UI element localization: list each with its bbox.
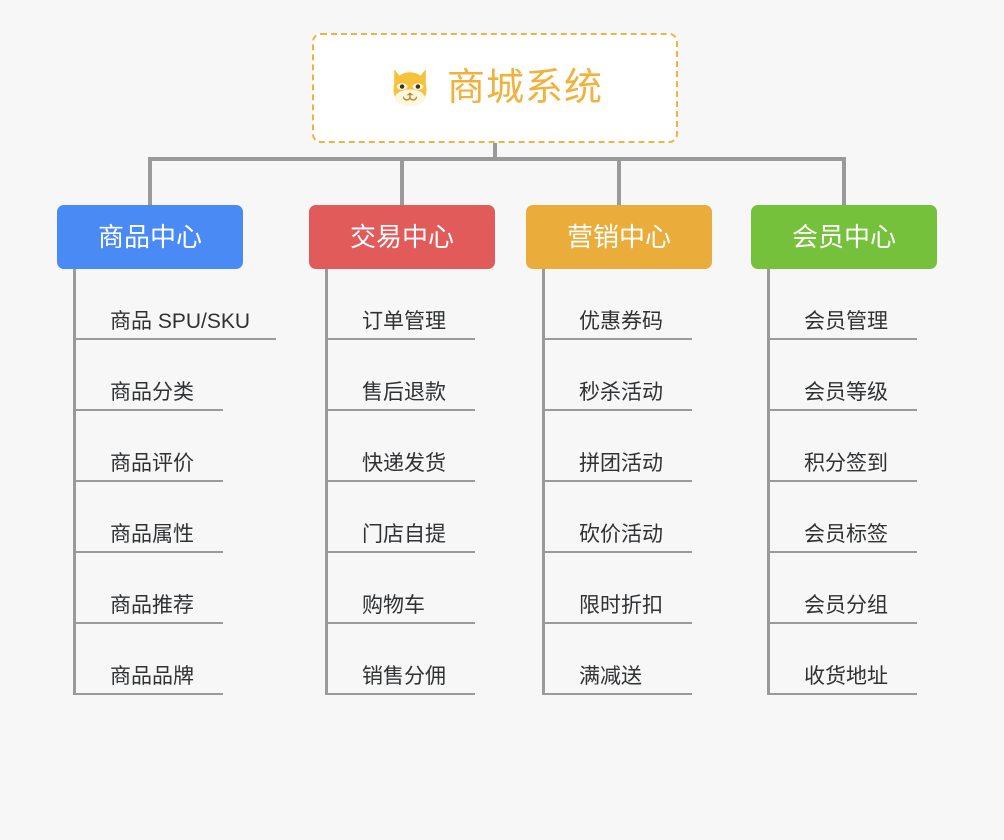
- list-item[interactable]: 会员等级: [767, 340, 917, 411]
- leaf-list-2: 优惠券码 秒杀活动 拼团活动 砍价活动 限时折扣 满减送: [542, 269, 712, 695]
- leaf-label: 积分签到: [804, 452, 888, 475]
- leaf-label: 商品评价: [110, 452, 194, 475]
- list-item[interactable]: 购物车: [325, 553, 475, 624]
- leaf-list-3: 会员管理 会员等级 积分签到 会员标签 会员分组 收货地址: [767, 269, 937, 695]
- leaf-list-1: 订单管理 售后退款 快递发货 门店自提 购物车 销售分佣: [325, 269, 495, 695]
- dog-face-icon: [393, 69, 427, 106]
- list-item[interactable]: 限时折扣: [542, 553, 692, 624]
- leaf-label: 快递发货: [362, 452, 446, 475]
- leaf-label: 商品 SPU/SKU: [110, 310, 251, 333]
- list-item[interactable]: 售后退款: [325, 340, 475, 411]
- category-header-2[interactable]: 营销中心: [526, 205, 712, 269]
- category-header-1[interactable]: 交易中心: [309, 205, 495, 269]
- list-item[interactable]: 会员管理: [767, 269, 917, 340]
- leaf-label: 商品推荐: [110, 594, 194, 617]
- list-item[interactable]: 秒杀活动: [542, 340, 692, 411]
- leaf-list-0: 商品 SPU/SKU 商品分类 商品评价 商品属性 商品推荐 商品品牌: [73, 269, 277, 695]
- category-header-0[interactable]: 商品中心: [57, 205, 243, 269]
- list-item[interactable]: 会员标签: [767, 482, 917, 553]
- list-item[interactable]: 满减送: [542, 624, 692, 695]
- leaf-label: 购物车: [362, 594, 425, 617]
- connector-horizontal-bus: [148, 157, 846, 161]
- connector-drop-0: [148, 157, 152, 205]
- category-column-0: 商品中心 商品 SPU/SKU 商品分类 商品评价 商品属性 商品推荐 商品品牌: [57, 205, 277, 695]
- category-column-3: 会员中心 会员管理 会员等级 积分签到 会员标签 会员分组 收货地址: [751, 205, 937, 695]
- list-item[interactable]: 商品属性: [73, 482, 223, 553]
- leaf-label: 商品分类: [110, 381, 194, 404]
- leaf-label: 拼团活动: [579, 452, 663, 475]
- category-header-3[interactable]: 会员中心: [751, 205, 937, 269]
- connector-drop-3: [842, 157, 846, 205]
- leaf-label: 商品属性: [110, 523, 194, 546]
- category-column-1: 交易中心 订单管理 售后退款 快递发货 门店自提 购物车 销售分佣: [309, 205, 495, 695]
- list-item[interactable]: 积分签到: [767, 411, 917, 482]
- connector-drop-1: [400, 157, 404, 205]
- leaf-label: 门店自提: [362, 523, 446, 546]
- list-item[interactable]: 商品分类: [73, 340, 223, 411]
- leaf-label: 售后退款: [362, 381, 446, 404]
- list-item[interactable]: 优惠券码: [542, 269, 692, 340]
- list-item[interactable]: 商品 SPU/SKU: [73, 269, 277, 340]
- list-item[interactable]: 砍价活动: [542, 482, 692, 553]
- category-column-2: 营销中心 优惠券码 秒杀活动 拼团活动 砍价活动 限时折扣 满减送: [526, 205, 712, 695]
- leaf-label: 商品品牌: [110, 665, 194, 688]
- leaf-label: 会员分组: [804, 594, 888, 617]
- list-item[interactable]: 会员分组: [767, 553, 917, 624]
- leaf-label: 会员管理: [804, 310, 888, 333]
- leaf-label: 砍价活动: [579, 523, 663, 546]
- leaf-label: 会员等级: [804, 381, 888, 404]
- leaf-label: 优惠券码: [579, 310, 663, 333]
- list-item[interactable]: 快递发货: [325, 411, 475, 482]
- leaf-label: 满减送: [579, 665, 642, 688]
- leaf-label: 秒杀活动: [579, 381, 663, 404]
- leaf-label: 收货地址: [804, 665, 888, 688]
- leaf-label: 会员标签: [804, 523, 888, 546]
- list-item[interactable]: 商品推荐: [73, 553, 223, 624]
- leaf-label: 限时折扣: [579, 594, 663, 617]
- list-item[interactable]: 销售分佣: [325, 624, 475, 695]
- leaf-label: 销售分佣: [362, 665, 446, 688]
- root-title: 商城系统: [446, 67, 603, 109]
- list-item[interactable]: 订单管理: [325, 269, 475, 340]
- leaf-label: 订单管理: [362, 310, 446, 333]
- connector-root-stem: [493, 143, 497, 160]
- list-item[interactable]: 商品品牌: [73, 624, 223, 695]
- list-item[interactable]: 收货地址: [767, 624, 917, 695]
- list-item[interactable]: 拼团活动: [542, 411, 692, 482]
- root-node[interactable]: 商城系统: [312, 33, 678, 143]
- list-item[interactable]: 商品评价: [73, 411, 223, 482]
- list-item[interactable]: 门店自提: [325, 482, 475, 553]
- connector-drop-2: [617, 157, 621, 205]
